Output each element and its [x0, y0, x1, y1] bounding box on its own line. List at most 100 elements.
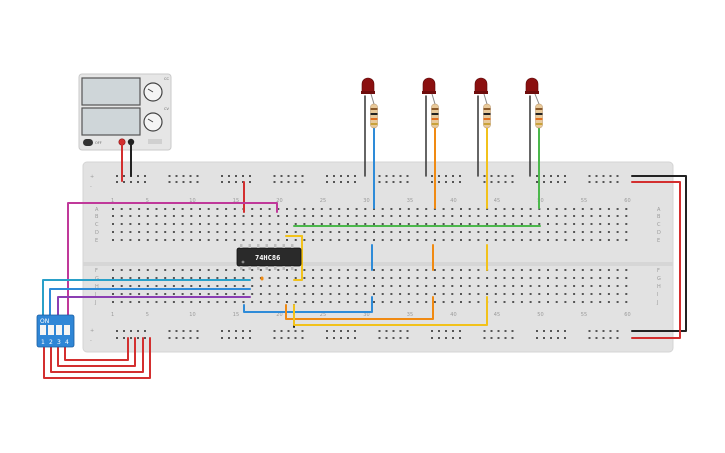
hole: [225, 285, 228, 287]
hole: [625, 285, 628, 287]
rail-hole: [595, 175, 598, 177]
hole: [216, 239, 219, 241]
rail-hole: [182, 337, 185, 339]
rail-hole: [609, 330, 612, 332]
wire-dip-3[interactable]: [57, 337, 136, 367]
row-label-right: D: [657, 230, 661, 236]
rail-hole: [294, 175, 297, 177]
hole: [286, 277, 288, 279]
led[interactable]: [474, 77, 488, 93]
wire-yellow-jumper[interactable]: [293, 235, 303, 281]
hole: [381, 293, 384, 295]
hole: [129, 223, 132, 225]
led[interactable]: [422, 77, 436, 93]
wire-rail-minus-right[interactable]: [631, 175, 687, 332]
chip-pin: [248, 244, 251, 248]
wire-dip-2[interactable]: [50, 337, 144, 373]
hole: [155, 269, 158, 271]
hole: [381, 285, 384, 287]
hole: [172, 231, 175, 233]
hole: [268, 239, 271, 241]
dip-toggle-2[interactable]: [48, 325, 54, 335]
hole: [120, 239, 123, 241]
rail-hole: [235, 175, 237, 177]
hole: [294, 231, 297, 233]
hole: [425, 269, 428, 271]
power-supply[interactable]: CC CV OFF: [78, 73, 172, 151]
wire-output-yellow[interactable]: [293, 296, 488, 326]
hole: [112, 301, 114, 303]
hole: [477, 293, 480, 295]
hole: [277, 269, 280, 271]
led-with-resistor[interactable]: [361, 77, 378, 129]
hole: [468, 301, 471, 303]
wire-teal[interactable]: [42, 279, 251, 326]
rail-hole: [228, 337, 230, 339]
hole: [381, 231, 384, 233]
hole: [468, 215, 471, 217]
hole: [259, 223, 262, 225]
wire-rail-plus-right[interactable]: [631, 181, 681, 339]
hole: [616, 208, 619, 210]
hole: [155, 301, 158, 303]
column-label-bottom: 5: [146, 312, 149, 318]
column-label-top: 20: [276, 198, 282, 204]
hole: [625, 301, 628, 303]
led-with-resistor[interactable]: [474, 77, 491, 129]
led[interactable]: [361, 77, 375, 93]
dip-toggle-3[interactable]: [56, 325, 62, 335]
hole: [407, 239, 410, 241]
chip-pin: [265, 244, 268, 248]
hole: [242, 223, 245, 225]
hole: [520, 301, 523, 303]
hole: [547, 293, 549, 295]
rail-hole: [602, 175, 605, 177]
dip-switch[interactable]: ON 1 2 3 4: [36, 314, 75, 348]
hole: [172, 215, 175, 217]
dip-toggle-4[interactable]: [64, 325, 70, 335]
rail-hole: [550, 337, 552, 339]
power-button[interactable]: [83, 139, 93, 146]
hole: [390, 285, 393, 287]
resistor-band: [535, 113, 543, 115]
hole: [407, 293, 410, 295]
hole: [268, 231, 271, 233]
hole: [425, 239, 428, 241]
wire-output-blue[interactable]: [243, 296, 373, 313]
wire-dip-4[interactable]: [64, 337, 129, 361]
hole: [251, 223, 254, 225]
wire-blue-dip[interactable]: [49, 288, 251, 326]
chip-pin: [240, 244, 243, 248]
hole: [207, 223, 210, 225]
hole: [346, 239, 349, 241]
column-label-bottom: 45: [494, 312, 500, 318]
hole: [503, 239, 506, 241]
led-with-resistor[interactable]: [422, 77, 439, 129]
hole: [207, 285, 210, 287]
hole: [320, 277, 323, 279]
rail-hole: [221, 181, 223, 183]
hole: [486, 208, 489, 210]
hole: [207, 269, 210, 271]
hole: [268, 223, 271, 225]
hole: [468, 239, 471, 241]
dip-toggle-1[interactable]: [40, 325, 46, 335]
hole: [512, 277, 515, 279]
rail-hole: [616, 330, 619, 332]
rail-hole: [452, 330, 454, 332]
hole: [590, 301, 593, 303]
led-with-resistor[interactable]: [525, 77, 543, 129]
hole: [538, 208, 541, 210]
hole: [477, 285, 480, 287]
row-label-left: I: [95, 292, 96, 298]
led[interactable]: [525, 77, 539, 93]
rail-hole: [130, 181, 132, 183]
rail-hole: [228, 181, 230, 183]
wire-output-orange[interactable]: [285, 296, 434, 320]
ic-chip-74hc86[interactable]: 74HC86: [236, 244, 302, 270]
hole: [164, 301, 167, 303]
led-base: [361, 91, 375, 94]
hole: [129, 285, 132, 287]
wire-dip-1[interactable]: [43, 337, 151, 379]
wire-magenta[interactable]: [67, 202, 278, 326]
